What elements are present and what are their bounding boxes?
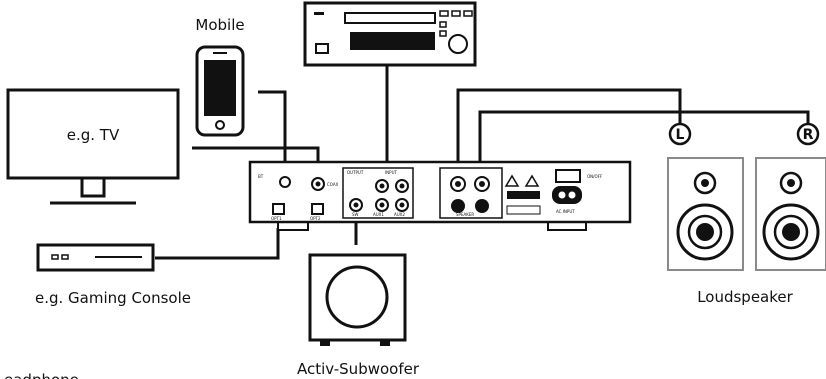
terminal-l-plus-core [455,181,461,187]
cd-button-2 [451,10,461,17]
aux1-core-top [379,183,385,189]
rating-label [507,191,540,199]
cd-brand-mark [314,12,324,15]
rca-group-frame [342,167,414,219]
output-label: OUTPUT [347,170,364,175]
input-label: INPUT [385,170,398,175]
phone-home-button [215,120,225,130]
tv: e.g. TV [6,88,180,205]
opt1-port [272,203,285,215]
subwoofer-label: Activ-Subwoofer [297,360,420,378]
subwoofer: Activ-Subwoofer [297,253,420,378]
speaker-left-woofer-cap [696,223,714,241]
mobile-phone: Mobile [195,16,245,137]
loudspeaker-label: Loudspeaker [697,288,793,306]
gaming-console: e.g. Gaming Console [35,243,191,307]
loudspeaker-right: R [755,122,826,271]
console-label: e.g. Gaming Console [35,289,191,307]
console-led-2 [61,254,69,260]
subwoofer-driver [325,265,389,329]
warning-triangle-1 [504,174,520,187]
amplifier-rear-panel: BT COAX OPT1 OPT2 OUTPUT INPUT SW AUX1 A… [248,160,632,231]
coax-label: COAX [327,182,339,187]
cd-power-button [315,43,329,54]
cd-volume-knob [448,34,468,54]
opt2-port [311,203,324,215]
cert-marks [506,205,541,215]
cable-speaker-left [456,88,682,176]
ac-inlet-pin-1 [558,191,566,199]
opt2-label: OPT2 [310,216,321,221]
cable-speaker-right [478,110,810,176]
aux1-core-bottom [379,202,385,208]
ac-input-label: AC INPUT [556,209,575,214]
terminal-l-minus [451,199,465,213]
aux2-core-top [399,183,405,189]
cables [155,54,810,260]
tv-label: e.g. TV [67,126,120,144]
headphone-label: eadphone [4,371,79,379]
speaker-left-tweeter-dome [701,179,709,187]
aux2-core-bottom [399,202,405,208]
aux1-label: AUX1 [373,212,384,217]
ac-inlet-pin-2 [568,191,576,199]
loudspeaker-left: L [667,122,744,271]
channel-left-text: L [676,127,685,143]
bt-antenna-jack [279,176,291,188]
cd-button-3 [463,10,473,17]
bt-label: BT [258,174,264,179]
speaker-right-tweeter-dome [787,179,795,187]
power-switch [555,169,581,183]
ac-inlet [552,186,582,204]
speaker-label: SPEAKER [456,212,474,217]
phone-screen [204,60,236,116]
mobile-label: Mobile [195,16,244,34]
cd-display [350,32,435,50]
sw-out-core [353,202,359,208]
warning-triangle-2 [524,174,540,187]
channel-badge-right [796,122,820,146]
cd-button-5 [439,30,447,37]
cd-button-4 [439,21,447,28]
terminal-r-plus-core [479,181,485,187]
console-led-1 [51,254,59,260]
cd-display-frame [344,12,436,24]
speaker-right-woofer-cap [782,223,800,241]
onoff-label: ON/OFF [587,174,603,179]
cable-mobile-bt [258,90,287,175]
tv-neck [80,176,106,198]
subwoofer-foot-left [320,340,330,346]
coax-jack-core [315,181,321,187]
subwoofer-foot-right [380,340,390,346]
opt1-label: OPT1 [271,216,282,221]
terminal-r-minus [475,199,489,213]
aux2-label: AUX2 [394,212,405,217]
channel-badge-left [668,122,692,146]
speaker-terminal-frame [439,167,503,219]
cable-console-opt [155,228,280,260]
cd-button-1 [439,10,449,17]
channel-right-text: R [803,127,814,143]
sw-label: SW [352,212,359,217]
cd-player [303,1,477,67]
